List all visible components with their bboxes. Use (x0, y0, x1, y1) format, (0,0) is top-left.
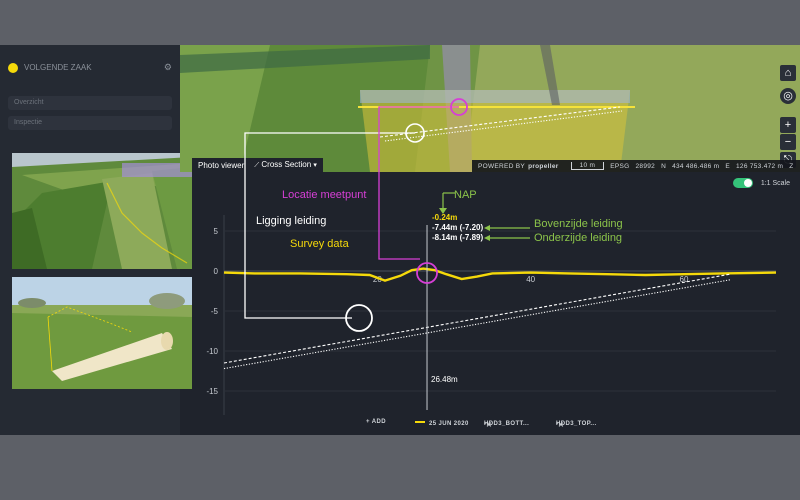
add-series-button[interactable]: + ADD (366, 419, 386, 425)
annotation-onderzijde: Onderzijde leiding (534, 232, 623, 244)
settings-icon[interactable]: ⚙ (163, 62, 172, 72)
logo-icon (8, 62, 18, 73)
globe-icon[interactable]: ◎ (780, 88, 796, 104)
series-line-hdd3-bott (223, 273, 731, 364)
scale-indicator: 10 m (570, 162, 605, 170)
z-label: Z (789, 162, 794, 170)
e-label: E (725, 162, 730, 170)
annotation-nap: NAP (454, 189, 477, 201)
onderzijde-arrow-head (484, 235, 490, 241)
bovenzijde-arrow-head (484, 225, 490, 231)
readout-bovenzijde: -7.44m (-7.20) (432, 223, 484, 232)
readout-onderzijde: -8.14m (-7.89) (432, 233, 484, 242)
x-tick-label: 40 (526, 275, 535, 284)
cross-section-icon: ⟋ (254, 162, 260, 169)
legend-label-hdd3-bott: HDD3_BOTT... (484, 421, 530, 427)
zoom-out-button[interactable]: − (780, 134, 796, 150)
zoom-in-button[interactable]: + (780, 117, 796, 133)
site-photo-3d[interactable] (12, 277, 192, 389)
annotation-bovenzijde: Bovenzijde leiding (534, 218, 623, 230)
3d-pipe-image (12, 277, 192, 389)
series-line-survey (223, 267, 777, 282)
close-icon[interactable]: ✕ (558, 422, 565, 429)
app-name: VOLGENDE ZAAK (24, 63, 92, 72)
chart-legend: + ADD 25 JUN 2020 •• HDD3_BOTT... ✕ •· H… (0, 417, 800, 431)
legend-solid-line-icon (415, 421, 425, 423)
attribution-text: POWERED BY (478, 162, 526, 170)
epsg-value: 28992 (635, 162, 656, 170)
readout-nap: -0.24m (432, 213, 458, 222)
scale-toggle-label: 1:1 Scale (760, 179, 790, 187)
y-tick-label: -10 (206, 347, 218, 356)
n-value: 434 486.486 m (672, 162, 720, 170)
e-value: 126 753.472 m (736, 162, 784, 170)
sidebar-item-overzicht[interactable]: Overzicht (8, 96, 172, 110)
propeller-brand: propeller (528, 162, 559, 170)
chevron-down-icon: ▾ (313, 162, 317, 169)
epsg-label: EPSG (610, 162, 630, 170)
site-photo-field[interactable] (12, 153, 192, 269)
readout-distance: 26.48m (431, 375, 458, 384)
legend-dashed-icon: •• (484, 421, 490, 427)
legend-label-survey: 25 JUN 2020 (429, 421, 469, 427)
tab-cross-section[interactable]: ⟋ Cross Section ▾ (254, 160, 317, 170)
home-icon[interactable]: ⌂ (780, 65, 796, 81)
app-window: VOLGENDE ZAAK ⚙ Overzicht Inspectie (0, 45, 800, 435)
aerial-map[interactable]: ⌂ ◎ + − ⎋ POWERED BY propeller 10 m EPSG… (180, 45, 800, 172)
y-tick-label: 0 (214, 267, 219, 276)
y-tick-label: -5 (211, 307, 219, 316)
sidebar-item-inspectie[interactable]: Inspectie (8, 116, 172, 130)
legend-dotted-icon: •· (556, 421, 561, 427)
aerial-map-image (180, 45, 800, 172)
n-label: N (661, 162, 667, 170)
chart-pipe-marker (345, 304, 373, 332)
close-icon[interactable]: ✕ (486, 422, 493, 429)
view-tabs: Photo viewer ⟋ Cross Section ▾ (192, 158, 323, 172)
annotation-locatie-meetpunt: Locatie meetpunt (282, 189, 367, 201)
legend-item-survey[interactable]: 25 JUN 2020 (415, 419, 468, 427)
scale-toggle[interactable]: 1:1 Scale (732, 178, 790, 188)
tab-cross-section-label: Cross Section (261, 160, 312, 169)
tab-photo-viewer[interactable]: Photo viewer (198, 160, 245, 170)
legend-label-hdd3-top: HDD3_TOP... (556, 421, 597, 427)
x-tick-label: 20 (373, 275, 382, 284)
field-photo-image (12, 153, 192, 269)
y-tick-label: -15 (206, 387, 218, 396)
x-tick-label: 60 (680, 275, 689, 284)
annotation-survey-data: Survey data (290, 238, 349, 250)
series-line-hdd3-top (223, 279, 731, 370)
sidebar-header: VOLGENDE ZAAK ⚙ (0, 45, 180, 90)
scale-toggle-switch[interactable] (732, 178, 753, 188)
y-tick-label: 5 (214, 227, 219, 236)
chart-point-marker (416, 262, 438, 284)
map-status-bar: POWERED BY propeller 10 m EPSG 28992 N 4… (472, 160, 800, 172)
annotation-ligging-leiding: Ligging leiding (256, 215, 327, 227)
